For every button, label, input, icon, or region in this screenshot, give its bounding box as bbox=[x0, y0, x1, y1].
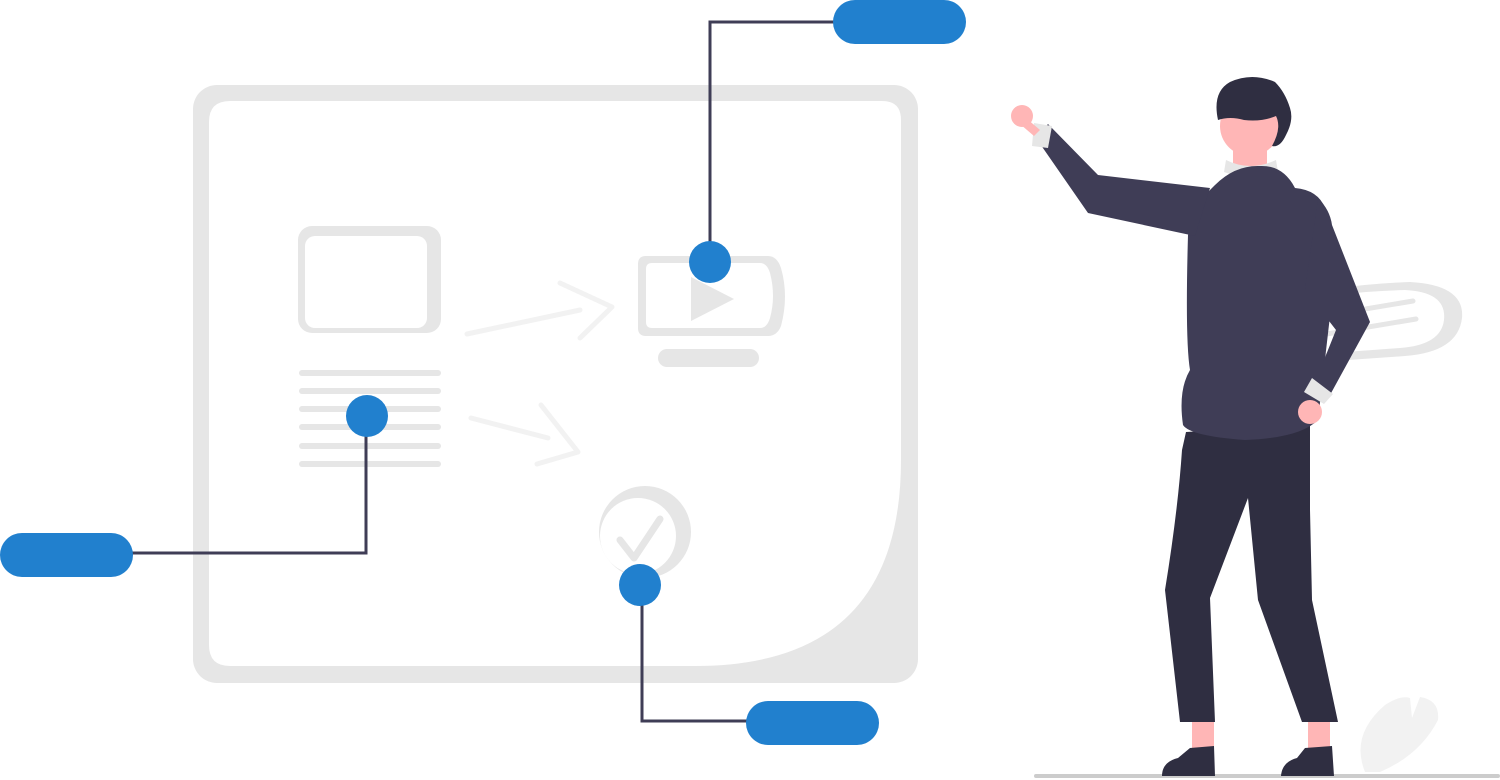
ground-line bbox=[1034, 774, 1500, 778]
person-pants bbox=[1165, 425, 1338, 722]
person-arm-raised bbox=[1036, 124, 1210, 236]
shoe-left bbox=[1162, 746, 1215, 776]
arrow-to-check bbox=[468, 402, 581, 467]
leaf-icon bbox=[1360, 697, 1439, 772]
connector-top bbox=[708, 20, 838, 262]
presentation-board bbox=[193, 85, 918, 683]
connector-left bbox=[120, 416, 368, 555]
video-player bbox=[638, 256, 785, 367]
callout-top[interactable] bbox=[833, 0, 966, 44]
callout-bottom[interactable] bbox=[746, 701, 879, 745]
check-icon bbox=[616, 515, 664, 562]
arrow-to-video bbox=[464, 280, 615, 341]
check-badge bbox=[599, 486, 691, 578]
play-icon bbox=[691, 277, 734, 321]
shoe-right bbox=[1281, 746, 1334, 776]
person-sweater bbox=[1181, 165, 1333, 440]
connector-bottom bbox=[640, 585, 760, 723]
image-placeholder-icon bbox=[298, 226, 441, 333]
callout-left[interactable] bbox=[0, 533, 133, 577]
person-figure bbox=[1011, 77, 1370, 776]
board-inner-panel bbox=[209, 101, 901, 666]
person-hand-lower bbox=[1298, 400, 1322, 424]
text-lines-icon bbox=[299, 370, 441, 467]
connector-lines bbox=[120, 20, 838, 723]
person-arm-lower bbox=[1305, 198, 1370, 395]
marker-dot-check[interactable] bbox=[619, 564, 661, 606]
marker-dot-text[interactable] bbox=[346, 395, 388, 437]
person-hair bbox=[1216, 77, 1292, 147]
marker-dot-video[interactable] bbox=[689, 241, 731, 283]
video-stand bbox=[658, 349, 759, 367]
